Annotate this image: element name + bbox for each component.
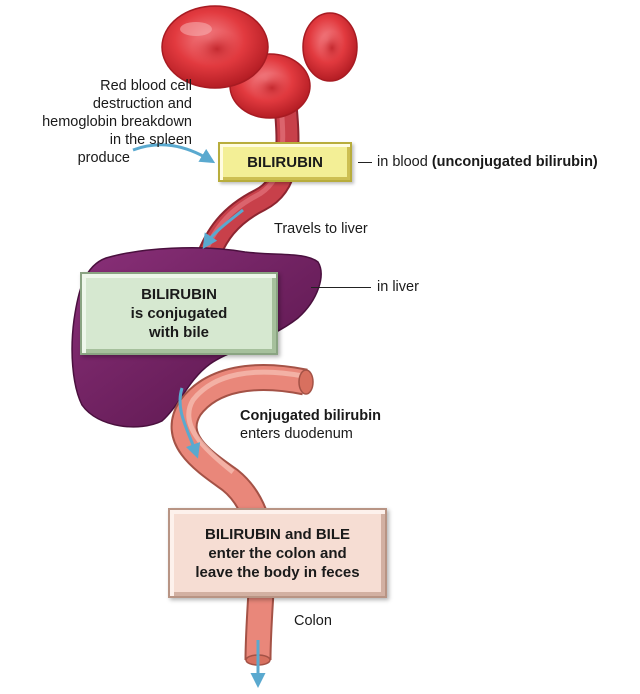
colon-label: Colon [294,613,332,629]
duodenum-label: Conjugated bilirubin enters duodenum [240,407,381,443]
box3-line: enter the colon and [208,544,347,562]
duodenum-label-rest: enters duodenum [240,426,353,442]
box3-line: leave the body in feces [195,563,360,581]
box3-line: BILIRUBIN and BILE [204,525,350,543]
intro-line: hemoglobin breakdown [42,114,192,130]
red-blood-cell [161,5,269,89]
blood-leader-line [358,162,372,163]
flow-arrows [132,143,266,688]
liver-leader-line [311,287,371,288]
box1-text: BILIRUBIN [247,153,323,171]
bilirubin-colon-box: BILIRUBIN and BILE enter the colon and l… [168,508,387,598]
blood-vessel [193,88,300,277]
red-blood-cells [161,5,358,119]
intro-line: destruction and [92,96,192,112]
box2-line: with bile [149,324,209,341]
spleen-to-bilirubin-arrow [132,143,216,164]
duodenum-label-bold: Conjugated bilirubin [240,408,381,424]
box2-line: is conjugated [130,305,228,322]
box2-line: BILIRUBIN [141,286,217,303]
red-blood-cell [302,12,358,82]
bilirubin-blood-box: BILIRUBIN [218,142,352,182]
blood-label-emphasis: (unconjugated bilirubin) [431,154,598,170]
liver-to-duodenum-arrow [178,387,201,459]
blood-label: in blood (unconjugated bilirubin) [377,153,598,171]
travels-label: Travels to liver [274,221,368,237]
intro-line: in the spleen [109,132,192,148]
blood-label-prefix: in blood [377,154,428,170]
intro-line: Red blood cell [100,78,192,94]
travels-to-liver-arrow [202,208,244,249]
intro-text: Red blood cell destruction and hemoglobi… [10,77,192,167]
liver-label: in liver [377,279,419,295]
intro-line: produce [77,150,130,166]
bilirubin-liver-box: BILIRUBIN is conjugated with bile [80,272,278,355]
